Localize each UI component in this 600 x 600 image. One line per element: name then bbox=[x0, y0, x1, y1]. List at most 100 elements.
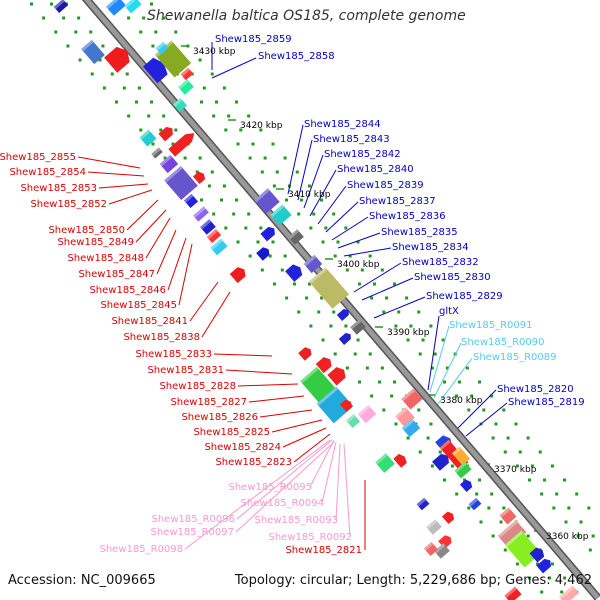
gene-label-forward: Shew185_2820 bbox=[497, 384, 574, 395]
callout-line bbox=[335, 443, 341, 521]
callout-line bbox=[457, 389, 497, 429]
gene-label-reverse: Shew185_2825 bbox=[193, 427, 270, 438]
tick-dot bbox=[345, 268, 349, 272]
tick-dot bbox=[98, 58, 102, 62]
callout-line bbox=[437, 357, 473, 405]
tick-dot bbox=[487, 506, 491, 510]
tick-dot bbox=[248, 156, 252, 160]
tick-dot bbox=[543, 478, 547, 482]
tick-dot bbox=[450, 464, 454, 468]
gene-feature bbox=[504, 530, 542, 568]
gene-highlight bbox=[454, 461, 467, 474]
tick-dot bbox=[222, 184, 226, 188]
gene-label-reverse: Shew185_2852 bbox=[30, 199, 107, 210]
tick-dot bbox=[235, 198, 239, 202]
callout-line bbox=[135, 209, 167, 243]
gene-feature bbox=[393, 453, 407, 468]
tick-dot bbox=[260, 170, 264, 174]
callout-line bbox=[297, 139, 313, 201]
tick-dot bbox=[90, 72, 94, 76]
gene-label-forward: Shew185_2819 bbox=[508, 397, 585, 408]
gene-block bbox=[106, 0, 126, 16]
tick-dot bbox=[183, 156, 187, 160]
gene-block bbox=[200, 219, 216, 235]
tick-dot bbox=[139, 128, 143, 132]
tick-dot bbox=[127, 16, 131, 20]
gene-arrow bbox=[393, 453, 407, 468]
tick-dot bbox=[370, 394, 374, 398]
tick-dot bbox=[272, 184, 276, 188]
gene-label-reverse-rna: Shew185_R0096 bbox=[151, 514, 235, 525]
gene-block bbox=[139, 129, 157, 147]
tick-dot bbox=[147, 114, 151, 118]
tick-dot bbox=[285, 198, 289, 202]
gene-block bbox=[426, 519, 442, 535]
gene-block bbox=[499, 507, 517, 525]
gene-feature bbox=[180, 67, 194, 81]
tick-dot bbox=[445, 366, 449, 370]
tick-dot bbox=[320, 296, 324, 300]
tick-dot bbox=[552, 506, 556, 510]
gene-label-reverse-rna: Shew185_R0097 bbox=[150, 527, 234, 538]
gene-block bbox=[416, 497, 430, 511]
scale-label: 3380 kbp bbox=[440, 396, 483, 406]
tick-dot bbox=[78, 58, 82, 62]
tick-dot bbox=[503, 450, 507, 454]
tick-dot bbox=[380, 268, 384, 272]
gene-block bbox=[270, 204, 292, 226]
tick-dot bbox=[499, 520, 503, 524]
tick-dot bbox=[353, 352, 357, 356]
tick-dot bbox=[320, 198, 324, 202]
tick-dot bbox=[491, 534, 495, 538]
tick-dot bbox=[137, 86, 141, 90]
gene-arrow bbox=[168, 133, 195, 157]
tick-dot bbox=[418, 450, 422, 454]
gene-block bbox=[345, 413, 361, 429]
gene-feature bbox=[298, 347, 312, 361]
tick-dot bbox=[467, 408, 471, 412]
gene-feature bbox=[158, 126, 173, 142]
callout-line bbox=[87, 171, 145, 177]
gene-label-reverse: Shew185_2827 bbox=[170, 397, 247, 408]
tick-dot bbox=[263, 156, 267, 160]
gene-feature bbox=[285, 264, 303, 282]
tick-dot bbox=[333, 254, 337, 258]
tick-dot bbox=[382, 408, 386, 412]
tick-dot bbox=[406, 338, 410, 342]
callout-line bbox=[309, 169, 337, 217]
gene-label-reverse: Shew185_2823 bbox=[215, 457, 292, 468]
gene-highlight bbox=[504, 530, 524, 548]
tick-dot bbox=[29, 2, 33, 6]
callout-line bbox=[361, 277, 414, 301]
gene-feature bbox=[183, 193, 199, 209]
scale-label: 3420 kbp bbox=[240, 121, 283, 131]
tick-dot bbox=[66, 44, 70, 48]
tick-dot bbox=[563, 478, 567, 482]
gene-block bbox=[210, 238, 228, 256]
tick-dot bbox=[394, 324, 398, 328]
tick-dot bbox=[300, 198, 304, 202]
gene-block bbox=[468, 497, 482, 511]
callout-line bbox=[108, 189, 153, 205]
gene-feature bbox=[104, 46, 130, 73]
tick-dot bbox=[224, 226, 228, 230]
gene-feature bbox=[315, 357, 332, 374]
gene-feature bbox=[159, 154, 179, 174]
gene-block bbox=[193, 206, 209, 222]
tick-dot bbox=[443, 478, 447, 482]
tick-dot bbox=[421, 338, 425, 342]
gene-highlight bbox=[434, 543, 446, 554]
gene-feature bbox=[504, 586, 522, 600]
tick-dot bbox=[260, 268, 264, 272]
gene-block bbox=[451, 446, 471, 466]
tick-dot bbox=[409, 324, 413, 328]
gene-label-reverse: Shew185_2841 bbox=[111, 316, 188, 327]
tick-dot bbox=[418, 352, 422, 356]
gene-label-forward: Shew185_2834 bbox=[392, 242, 469, 253]
tick-dot bbox=[295, 170, 299, 174]
tick-dot bbox=[564, 520, 568, 524]
gene-block bbox=[497, 520, 527, 548]
gene-highlight bbox=[497, 520, 518, 539]
gene-arrow bbox=[260, 226, 275, 242]
tick-dot bbox=[207, 184, 211, 188]
